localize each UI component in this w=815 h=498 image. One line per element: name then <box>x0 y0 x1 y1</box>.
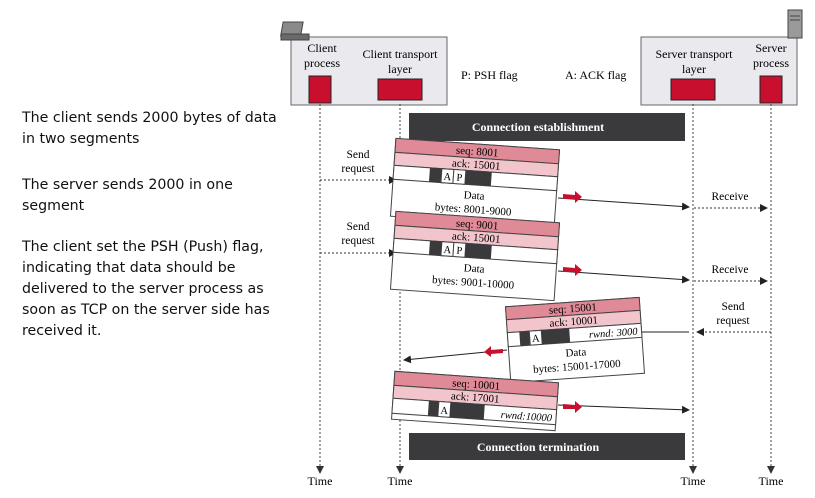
send-request-1-line1: Send <box>347 149 370 161</box>
segment-1-bytes: bytes: 8001-9000 <box>434 201 512 218</box>
server-transport-block <box>670 78 716 101</box>
server-process-block <box>759 75 783 104</box>
segment-1-direction-marker <box>563 191 582 203</box>
segment-4-seq: seq: 10001 <box>452 377 501 392</box>
client-transport-label-2: layer <box>388 62 412 76</box>
segment-4-rwnd: rwnd:10000 <box>500 410 553 425</box>
server-header-box <box>640 36 798 106</box>
segment-2-seq: seq: 9001 <box>456 218 499 233</box>
segment-1-ack: ack: 15001 <box>452 157 501 172</box>
segment-1: seq: 8001 ack: 15001 A P Data bytes: 800… <box>389 137 561 229</box>
segment-4: seq: 10001 ack: 17001 A rwnd:10000 <box>390 370 560 432</box>
segment-1-flag-a: A <box>443 172 452 184</box>
client-process-block <box>308 75 332 104</box>
send-request-2-line1: Send <box>347 221 370 233</box>
segment-4-flag-a: A <box>440 406 449 418</box>
segment-3-rwnd: rwnd: 3000 <box>589 327 639 341</box>
legend-psh: P: PSH flag <box>461 68 518 82</box>
connection-termination-label: Connection termination <box>477 440 600 454</box>
segment-3-ack: ack: 10001 <box>549 314 598 329</box>
segment-2-bytes: bytes: 9001-10000 <box>432 274 515 292</box>
segment-2-data-label: Data <box>463 262 485 275</box>
segment-2-direction-marker <box>563 264 582 276</box>
segment-2-flag-p: P <box>456 246 463 257</box>
note-psh-flag: The client set the PSH (Push) flag, indi… <box>22 239 270 339</box>
segment-1-arrow <box>557 197 690 211</box>
legend-ack: A: ACK flag <box>565 68 626 82</box>
note-server-one-segment: The server sends 2000 in one segment <box>22 177 233 214</box>
segment-2-ack: ack: 15001 <box>452 230 501 245</box>
server-process-label-2: process <box>753 56 789 70</box>
segment-3: seq: 15001 ack: 10001 A rwnd: 3000 Data … <box>504 296 646 384</box>
server-transport-label-1: Server transport <box>656 47 734 61</box>
client-process-label-2: process <box>304 56 340 70</box>
segment-1-flag-p: P <box>456 173 463 184</box>
segment-2-arrow <box>557 270 690 284</box>
connection-termination-bar <box>409 433 685 460</box>
client-computer-icon <box>280 21 310 41</box>
segment-3-seq: seq: 15001 <box>548 301 597 316</box>
receive-1-label: Receive <box>711 191 748 203</box>
connection-establishment-bar <box>409 113 685 141</box>
receive-2-label: Receive <box>711 264 748 276</box>
time-label-client-process: Time <box>308 474 333 488</box>
client-transport-block <box>377 78 423 101</box>
segment-3-direction-marker <box>484 346 503 357</box>
segment-1-data-label: Data <box>463 189 485 202</box>
time-label-client-transport: Time <box>388 474 413 488</box>
send-request-3-line2: request <box>716 315 750 327</box>
server-process-label-1: Server <box>755 41 786 55</box>
segment-3-flag-a: A <box>532 333 541 345</box>
segment-3-data-label: Data <box>565 346 587 359</box>
segment-1-seq: seq: 8001 <box>456 145 499 160</box>
server-tower-icon <box>787 9 803 39</box>
send-request-3-line1: Send <box>722 301 745 313</box>
segment-4-direction-marker <box>563 401 582 413</box>
send-request-1-line2: request <box>341 163 375 175</box>
send-request-2-line2: request <box>341 235 375 247</box>
time-label-server-transport: Time <box>681 474 706 488</box>
client-transport-label-1: Client transport <box>363 47 439 61</box>
connection-establishment-label: Connection establishment <box>472 120 604 134</box>
segment-2-flag-a: A <box>443 245 452 257</box>
time-label-server-process: Time <box>759 474 784 488</box>
note-two-segments: The client sends 2000 bytes of data in t… <box>22 110 277 147</box>
segment-4-ack: ack: 17001 <box>451 390 500 405</box>
segment-2: seq: 9001 ack: 15001 A P Data bytes: 900… <box>389 210 561 302</box>
server-transport-label-2: layer <box>682 62 706 76</box>
client-process-label-1: Client <box>307 41 337 55</box>
